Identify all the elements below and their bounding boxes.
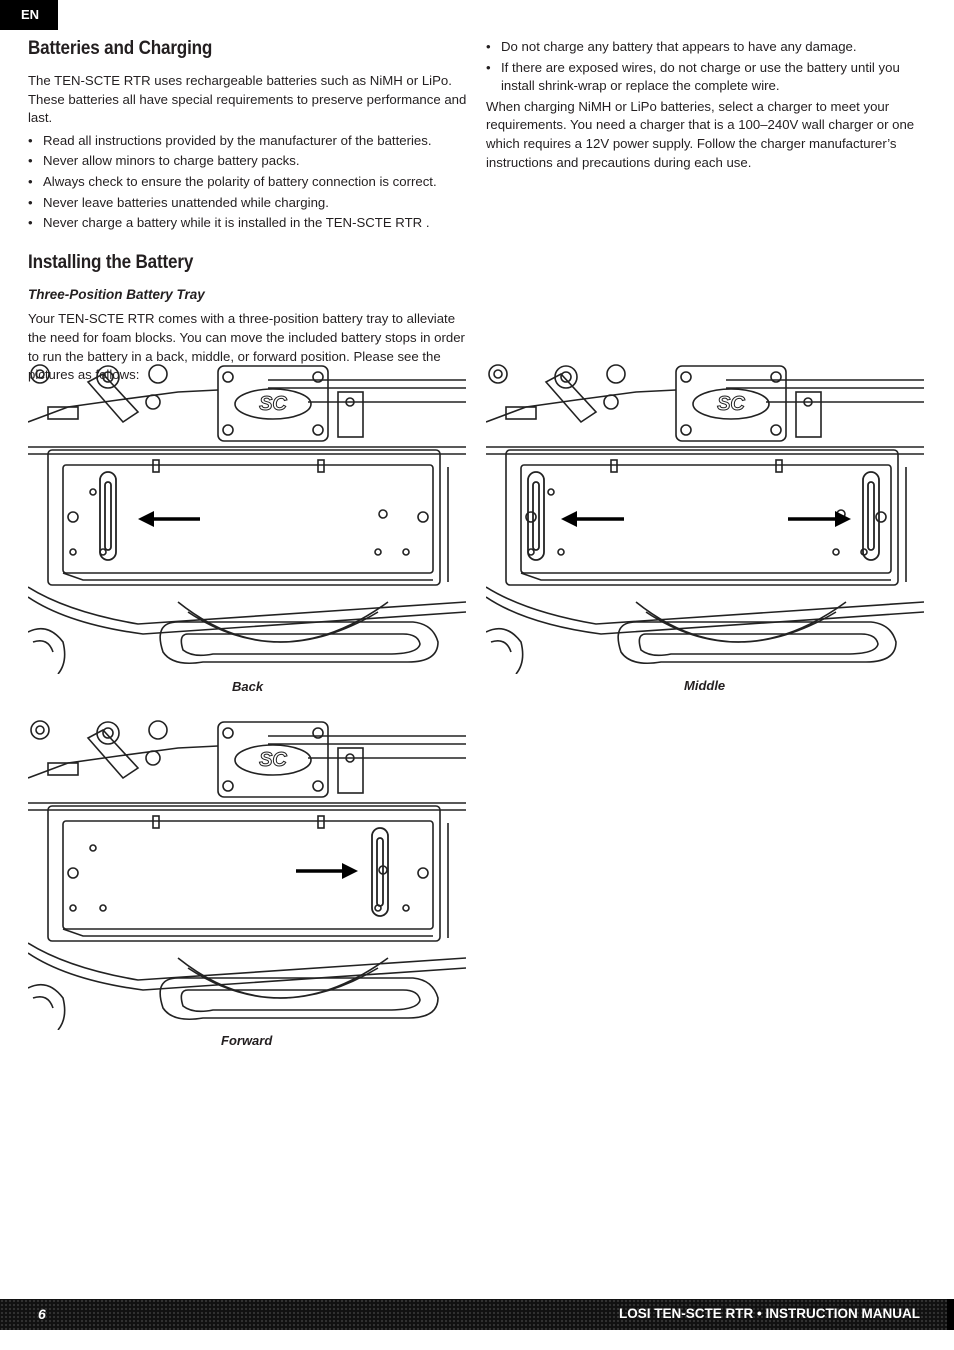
figure-caption-back: Back — [232, 679, 264, 694]
list-item: Never leave batteries unattended while c… — [28, 194, 468, 213]
battery-stop-slot — [532, 481, 540, 551]
figure-middle: SC — [486, 362, 924, 674]
batteries-bullet-list: Read all instructions provided by the ma… — [28, 132, 468, 233]
charger-text: When charging NiMH or LiPo batteries, se… — [486, 98, 915, 170]
batteries-intro: The TEN-SCTE RTR uses rechargeable batte… — [28, 73, 467, 126]
direction-arrow-head — [835, 511, 851, 527]
section-title-batteries: Batteries and Charging — [28, 38, 213, 59]
section-title-installing: Installing the Battery — [28, 251, 194, 273]
battery-stop-slot — [104, 481, 112, 551]
list-item: Never allow minors to charge battery pac… — [28, 152, 468, 171]
left-column: Batteries and Charging The TEN-SCTE RTR … — [28, 36, 468, 389]
chassis-drawing-back: SC — [28, 364, 466, 674]
battery-stop-slot — [376, 837, 384, 907]
subsection-title-tray: Three-Position Battery Tray — [28, 286, 205, 302]
sc-logo: SC — [259, 393, 287, 415]
list-item: If there are exposed wires, do not charg… — [486, 59, 926, 96]
sc-logo: SC — [259, 749, 287, 771]
charging-bullet-list: Do not charge any battery that appears t… — [486, 38, 926, 96]
list-item: Always check to ensure the polarity of b… — [28, 173, 468, 192]
right-column: Do not charge any battery that appears t… — [486, 38, 926, 176]
figure-caption-middle: Middle — [684, 678, 726, 693]
page-footer: 6 LOSI TEN-SCTE RTR • INSTRUCTION MANUAL — [0, 1299, 954, 1330]
figure-caption-forward: Forward — [221, 1033, 273, 1048]
installing-body: Your TEN-SCTE RTR comes with a three-pos… — [28, 311, 465, 383]
battery-stop — [371, 827, 389, 917]
battery-stop — [527, 471, 545, 561]
battery-stop-slot — [867, 481, 875, 551]
installing-section: Installing the Battery Three-Position Ba… — [28, 250, 468, 385]
list-item: Do not charge any battery that appears t… — [486, 38, 926, 57]
chassis-drawing-forward: SC — [28, 720, 466, 1030]
chassis-drawing-middle: SC — [486, 364, 924, 674]
battery-stop — [862, 471, 880, 561]
direction-arrow-head — [342, 863, 358, 879]
direction-arrow-head — [561, 511, 577, 527]
figure-back: SC — [28, 362, 466, 674]
figure-forward: SC — [28, 718, 466, 1030]
direction-arrow-head — [138, 511, 154, 527]
list-item: Never charge a battery while it is insta… — [28, 214, 468, 233]
language-tab: EN — [0, 0, 58, 30]
battery-stop — [99, 471, 117, 561]
footer-title: LOSI TEN-SCTE RTR • INSTRUCTION MANUAL — [619, 1306, 920, 1321]
sc-logo: SC — [717, 393, 745, 415]
footer-edge-bar — [947, 1299, 954, 1330]
list-item: Read all instructions provided by the ma… — [28, 132, 468, 151]
page-number: 6 — [38, 1306, 46, 1322]
